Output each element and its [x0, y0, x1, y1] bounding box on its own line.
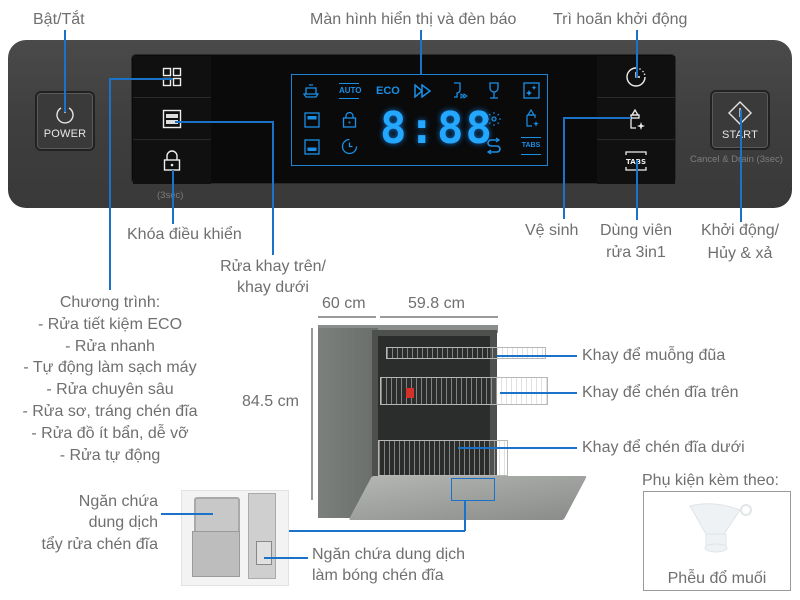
- label-rack-select-1: Rửa khay trên/: [220, 258, 326, 275]
- label-lock: Khóa điều khiển: [127, 226, 242, 243]
- start-button-label: START: [722, 129, 758, 141]
- rinse-aid-column: [248, 493, 276, 579]
- lower-rack: [378, 440, 508, 476]
- label-tabs-2: rửa 3in1: [606, 244, 666, 261]
- programs-button[interactable]: [133, 56, 211, 98]
- width-arrow: [380, 316, 498, 318]
- programs-title: Chương trình:: [59, 294, 161, 311]
- callout-rack-h: [175, 121, 273, 123]
- rinse-aid-window: [256, 541, 272, 565]
- label-detergent-2: dung dịch: [88, 514, 158, 531]
- callout-lower: [458, 447, 577, 449]
- lock-hint: (3sec): [157, 190, 184, 201]
- left-button-column: [133, 56, 211, 184]
- callout-cutlery: [497, 355, 577, 357]
- callout-rinse: [264, 557, 308, 559]
- callout-lock: [172, 170, 174, 224]
- height-arrow: [311, 328, 313, 500]
- dim-width: 59.8 cm: [408, 295, 465, 312]
- program-item: - Rửa tự động: [59, 446, 161, 464]
- depth-arrow: [318, 316, 376, 318]
- self-clean-icon: [523, 82, 540, 99]
- callout-dispenser-v: [464, 501, 466, 531]
- hygiene-icon: [630, 108, 645, 130]
- callout-delay: [636, 30, 638, 78]
- program-item: - Rửa đồ ít bẩn, dễ vỡ: [31, 424, 189, 442]
- label-start-2: Hủy & xả: [707, 245, 773, 262]
- clock-indicator-icon: [341, 138, 358, 155]
- accessory-box: Phễu đổ muối: [643, 491, 791, 591]
- upper-lower-rack-icon: [162, 109, 182, 128]
- label-tabs-1: Dùng viên: [599, 222, 673, 239]
- programs-grid-icon: [162, 67, 182, 86]
- label-cutlery-rack: Khay để muỗng đũa: [582, 347, 726, 364]
- callout-programs-v: [109, 78, 111, 290]
- hygiene-button[interactable]: [597, 98, 675, 140]
- program-item: - Tự động làm sạch máy: [23, 359, 197, 377]
- callout-display: [420, 30, 422, 74]
- rinse-aid-sparkle-icon: [487, 112, 501, 126]
- display-panel: [132, 55, 675, 183]
- accessory-name: Phễu đổ muối: [667, 570, 767, 587]
- lock-icon: [163, 150, 181, 171]
- dispenser-closeup: [181, 490, 289, 586]
- time-display: 8:88: [380, 103, 494, 154]
- program-item: - Rửa chuyên sâu: [46, 381, 174, 399]
- label-rinse-2: làm bóng chén đĩa: [312, 567, 444, 584]
- label-lower-rack: Khay để chén đĩa dưới: [582, 439, 745, 456]
- program-item: - Rửa sơ, tráng chén đĩa: [22, 402, 198, 420]
- dim-depth: 60 cm: [322, 295, 366, 312]
- auto-program-icon: AUTO: [339, 83, 362, 99]
- callout-start: [740, 110, 742, 222]
- lcd-display: AUTO ECO 8:88: [291, 74, 548, 166]
- label-hygiene: Vệ sinh: [525, 222, 579, 239]
- cancel-drain-hint: Cancel & Drain (3sec): [690, 154, 783, 165]
- intensive-pot-icon: [303, 84, 319, 98]
- eco-icon: ECO: [376, 85, 400, 97]
- callout-hygiene-v: [563, 117, 565, 219]
- callout-programs-h: [109, 78, 173, 80]
- label-display: Màn hình hiển thị và đèn báo: [310, 11, 517, 28]
- glass-icon: [489, 82, 499, 99]
- label-detergent-3: tẩy rửa chén đĩa: [41, 536, 158, 553]
- lower-rack-indicator-icon: [304, 139, 320, 155]
- label-rinse-1: Ngăn chứa dung dịch: [312, 546, 466, 563]
- callout-rack-v: [272, 121, 274, 255]
- detergent-lid: [192, 531, 240, 577]
- salt-funnel-icon: [689, 503, 752, 553]
- glass-quick-icon: [454, 82, 468, 99]
- accessory-title: Phụ kiện kèm theo:: [642, 472, 779, 489]
- dispenser-highlight: [451, 478, 495, 501]
- label-start-1: Khởi động/: [700, 222, 780, 239]
- tabs-indicator-icon: TABS: [521, 137, 541, 155]
- callout-power: [64, 30, 66, 112]
- callout-tabs: [636, 160, 638, 220]
- dim-height: 84.5 cm: [242, 393, 299, 410]
- program-item: - Rửa nhanh: [65, 337, 155, 355]
- label-detergent-1: Ngăn chứa: [78, 493, 158, 510]
- upper-rack-indicator-icon: [304, 112, 320, 128]
- power-button-label: POWER: [43, 127, 87, 140]
- callout-detergent: [161, 513, 213, 515]
- label-delay-start: Trì hoãn khởi động: [553, 11, 688, 28]
- cutlery-rack: [386, 347, 546, 359]
- program-item: - Rửa tiết kiệm ECO: [37, 315, 183, 333]
- callout-upper: [500, 392, 577, 394]
- label-rack-select-2: khay dưới: [237, 279, 309, 296]
- label-upper-rack: Khay để chén đĩa trên: [582, 384, 739, 401]
- label-power: Bật/Tắt: [33, 11, 85, 28]
- salt-refill-icon: [486, 137, 501, 155]
- programs-list: Chương trình: - Rửa tiết kiệm ECO - Rửa …: [0, 292, 220, 466]
- callout-hygiene-h: [563, 117, 631, 119]
- upper-lower-rack-button[interactable]: [133, 98, 211, 140]
- rack-handle: [406, 388, 414, 398]
- dishwasher-top: [318, 325, 498, 333]
- callout-dispenser-h: [289, 530, 465, 532]
- hygiene-indicator-icon: [526, 108, 539, 127]
- fast-forward-icon: [414, 84, 432, 98]
- lock-indicator-icon: [342, 111, 357, 128]
